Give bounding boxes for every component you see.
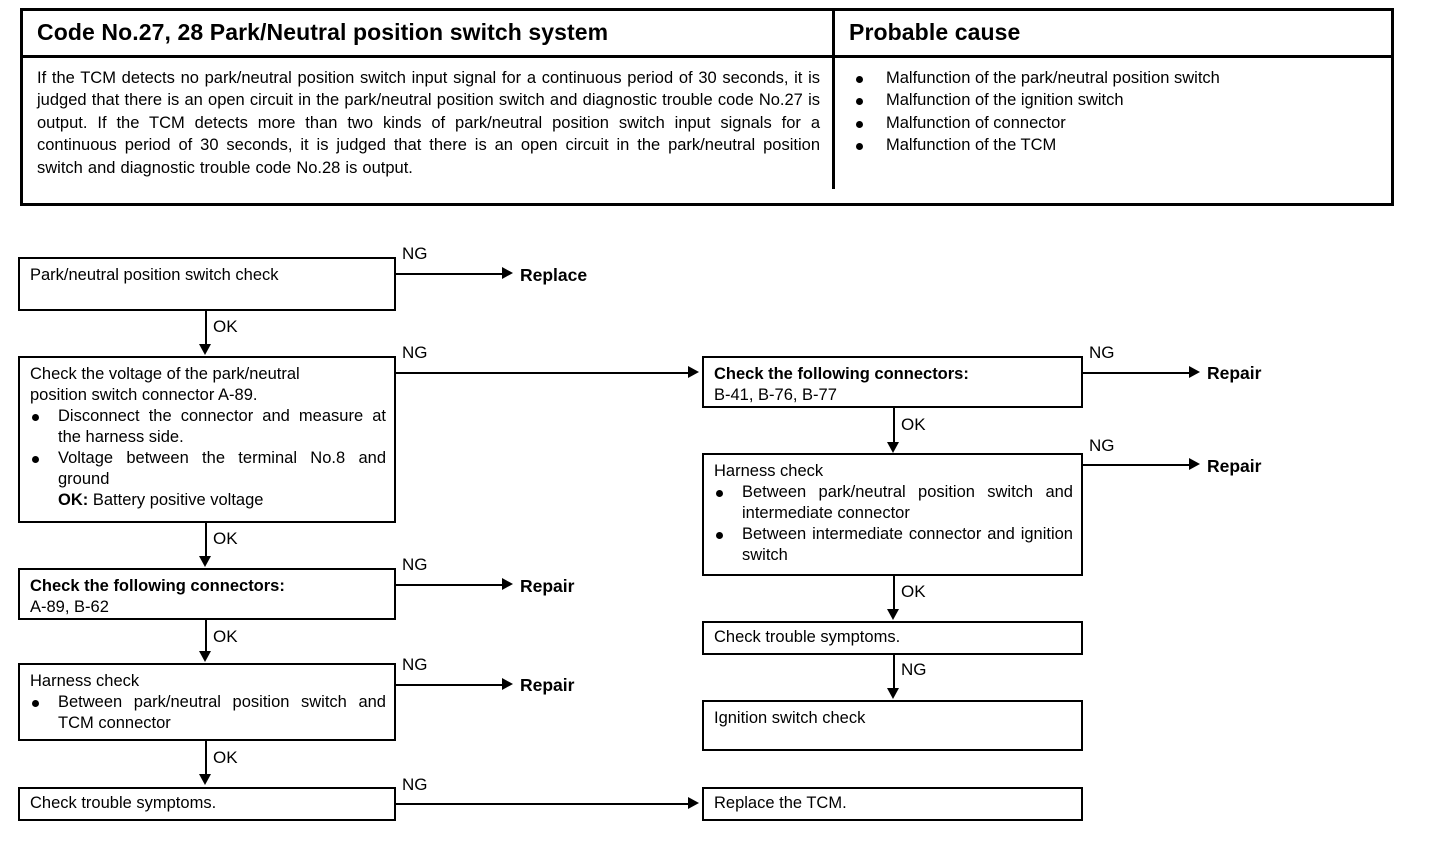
list-item: Disconnect the connector and measure at … xyxy=(30,406,386,448)
branch-label-ng: NG xyxy=(1089,436,1115,455)
probable-cause-list: Malfunction of the park/neutral position… xyxy=(849,67,1381,157)
branch-label-ng: NG xyxy=(901,660,927,679)
flow-box-connector-ids: B-41, B-76, B-77 xyxy=(714,386,837,404)
branch-label-ng: NG xyxy=(402,244,428,263)
terminal-replace: Replace xyxy=(520,265,588,285)
flow-box-title: Replace the TCM. xyxy=(714,794,847,812)
code-description-text: If the TCM detects no park/neutral posit… xyxy=(37,69,820,177)
table-body-row: If the TCM detects no park/neutral posit… xyxy=(23,58,1391,190)
flow-box-title: Check trouble symptoms. xyxy=(30,794,217,812)
arrow-head-icon xyxy=(199,344,211,355)
flow-box-title: Ignition switch check xyxy=(714,709,866,727)
branch-label-ok: OK xyxy=(213,529,238,548)
arrow-head-icon xyxy=(1189,458,1200,470)
terminal-repair: Repair xyxy=(520,576,575,596)
ok-criteria-label: OK: xyxy=(58,491,89,509)
flow-box-connector-ids: A-89, B-62 xyxy=(30,598,109,616)
arrow-head-icon xyxy=(887,609,899,620)
terminal-repair: Repair xyxy=(520,675,575,695)
flow-box-bullet-list: Between park/neutral position switch and… xyxy=(30,692,386,734)
arrow-head-icon xyxy=(199,556,211,567)
header-cell-probable-cause: Probable cause xyxy=(835,11,1391,55)
flow-box-check-trouble-symptoms-right: Check trouble symptoms. xyxy=(702,621,1083,655)
connector-line xyxy=(396,584,504,586)
connector-line xyxy=(1083,372,1191,374)
arrow-head-icon xyxy=(688,366,699,378)
arrow-head-icon xyxy=(887,688,899,699)
connector-line xyxy=(205,620,207,654)
flow-box-park-neutral-switch-check: Park/neutral position switch check xyxy=(18,257,396,311)
arrow-head-icon xyxy=(199,651,211,662)
connector-line xyxy=(205,311,207,347)
flow-box-replace-the-tcm: Replace the TCM. xyxy=(702,787,1083,821)
terminal-repair: Repair xyxy=(1207,456,1262,476)
flow-box-harness-check-left: Harness check Between park/neutral posit… xyxy=(18,663,396,741)
arrow-head-icon xyxy=(887,442,899,453)
branch-label-ng: NG xyxy=(402,775,428,794)
header-cell-code-title: Code No.27, 28 Park/Neutral position swi… xyxy=(23,11,835,55)
arrow-head-icon xyxy=(1189,366,1200,378)
flow-box-check-trouble-symptoms-left: Check trouble symptoms. xyxy=(18,787,396,821)
flow-box-title: Harness check xyxy=(30,672,140,690)
branch-label-ng: NG xyxy=(402,655,428,674)
flow-box-check-connectors-left: Check the following connectors: A-89, B-… xyxy=(18,568,396,620)
list-item: Between park/neutral position switch and… xyxy=(714,482,1073,524)
branch-label-ok: OK xyxy=(901,415,926,434)
flow-box-check-connectors-right: Check the following connectors: B-41, B-… xyxy=(702,356,1083,408)
probable-cause-title: Probable cause xyxy=(849,19,1021,45)
flow-box-title-line2: position switch connector A-89. xyxy=(30,386,258,404)
flow-box-title: Check the following connectors: xyxy=(30,577,285,595)
table-header-row: Code No.27, 28 Park/Neutral position swi… xyxy=(23,11,1391,58)
flow-box-ok-criteria: OK: Battery positive voltage xyxy=(30,490,386,511)
flow-box-title: Park/neutral position switch check xyxy=(30,266,279,284)
arrow-head-icon xyxy=(688,797,699,809)
list-item: Malfunction of connector xyxy=(849,112,1381,134)
connector-line xyxy=(205,523,207,559)
list-item: Malfunction of the TCM xyxy=(849,134,1381,156)
flow-box-title: Check the following connectors: xyxy=(714,365,969,383)
list-item: Between park/neutral position switch and… xyxy=(30,692,386,734)
branch-label-ok: OK xyxy=(213,317,238,336)
connector-line xyxy=(396,684,504,686)
list-item: Voltage between the terminal No.8 and gr… xyxy=(30,448,386,490)
flow-box-title: Check trouble symptoms. xyxy=(714,628,901,646)
connector-line xyxy=(396,803,690,805)
branch-label-ng: NG xyxy=(1089,343,1115,362)
branch-label-ok: OK xyxy=(901,582,926,601)
flow-box-ignition-switch-check: Ignition switch check xyxy=(702,700,1083,751)
code-title: Code No.27, 28 Park/Neutral position swi… xyxy=(37,19,609,45)
arrow-head-icon xyxy=(199,774,211,785)
branch-label-ng: NG xyxy=(402,555,428,574)
body-cell-causes: Malfunction of the park/neutral position… xyxy=(835,58,1391,189)
flow-box-title-line1: Check the voltage of the park/neutral xyxy=(30,365,300,383)
arrow-head-icon xyxy=(502,267,513,279)
list-item: Malfunction of the ignition switch xyxy=(849,89,1381,111)
list-item: Malfunction of the park/neutral position… xyxy=(849,67,1381,89)
connector-line xyxy=(893,408,895,445)
connector-line xyxy=(396,273,504,275)
branch-label-ng: NG xyxy=(402,343,428,362)
arrow-head-icon xyxy=(502,578,513,590)
code-description-table: Code No.27, 28 Park/Neutral position swi… xyxy=(20,8,1394,206)
connector-line xyxy=(1083,464,1191,466)
flow-box-bullet-list: Disconnect the connector and measure at … xyxy=(30,406,386,490)
arrow-head-icon xyxy=(502,678,513,690)
connector-line xyxy=(893,576,895,612)
flow-box-harness-check-right: Harness check Between park/neutral posit… xyxy=(702,453,1083,576)
connector-line xyxy=(205,741,207,777)
terminal-repair: Repair xyxy=(1207,363,1262,383)
flow-box-voltage-check: Check the voltage of the park/neutral po… xyxy=(18,356,396,523)
flow-box-bullet-list: Between park/neutral position switch and… xyxy=(714,482,1073,566)
connector-line xyxy=(893,655,895,691)
ok-criteria-value: Battery positive voltage xyxy=(92,491,264,509)
branch-label-ok: OK xyxy=(213,748,238,767)
list-item: Between intermediate connector and ignit… xyxy=(714,524,1073,566)
body-cell-description: If the TCM detects no park/neutral posit… xyxy=(23,58,835,190)
connector-line xyxy=(396,372,690,374)
flow-box-title: Harness check xyxy=(714,462,824,480)
branch-label-ok: OK xyxy=(213,627,238,646)
